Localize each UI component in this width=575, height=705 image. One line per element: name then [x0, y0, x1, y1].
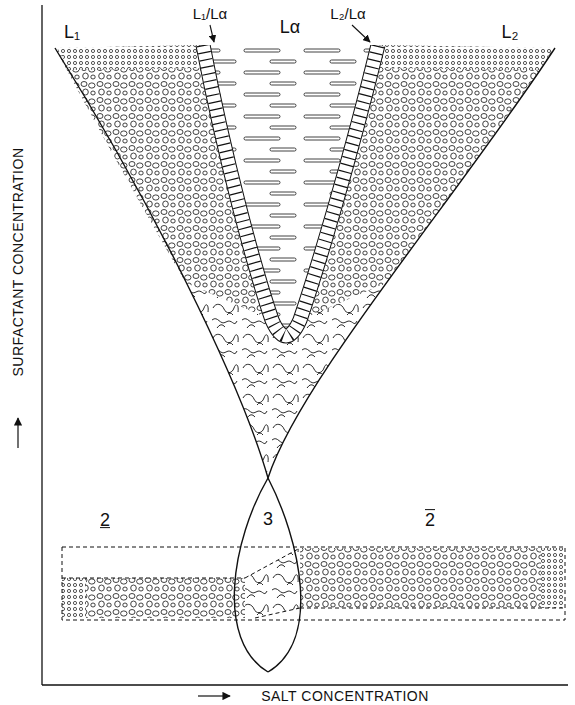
phase-boundary: [55, 48, 555, 672]
region-label: 3: [263, 509, 273, 529]
label-anchor: L₂: [502, 23, 519, 43]
lamellar-region: [203, 45, 378, 336]
label-anchor: L₁: [64, 23, 80, 43]
y-axis: [41, 5, 42, 685]
small-droplet-band: [62, 578, 86, 618]
label-anchor: Lα: [280, 18, 300, 38]
label-anchor: 2: [425, 511, 435, 531]
three-phase-fill: [245, 548, 300, 618]
label-anchor: 3: [263, 510, 273, 530]
axis-label: SALT CONCENTRATION: [261, 688, 429, 704]
tie-dashes: [62, 547, 565, 620]
small-droplet-region: [57, 45, 207, 70]
phase-label: Lα: [280, 17, 300, 37]
label-anchor: L₂/Lα: [330, 5, 365, 23]
axis-arrow: [198, 695, 230, 696]
leader-arrow: [210, 25, 214, 42]
phase-label: L₁: [64, 22, 80, 42]
top-mask: [190, 36, 390, 45]
label-anchor: SALT CONCENTRATION: [261, 687, 429, 705]
label-anchor: SURFACTANT CONCENTRATION: [9, 147, 27, 376]
two-phase-band: [203, 45, 378, 336]
axis-label: SURFACTANT CONCENTRATION: [10, 147, 26, 376]
label-anchor: 2: [100, 511, 110, 531]
leader-arrow: [352, 25, 370, 42]
x-axis: [42, 684, 568, 685]
phase-label: L₂: [502, 22, 519, 42]
band-label: L₂/Lα: [330, 5, 365, 22]
lower-droplet-band: [62, 578, 245, 618]
axis-arrow: [17, 418, 18, 448]
upper-droplet-band: [300, 548, 565, 608]
region-label: 2: [100, 510, 110, 530]
small-droplet-band: [541, 548, 565, 608]
label-anchor: L₁/Lα: [193, 5, 228, 23]
band-label: L₁/Lα: [193, 5, 228, 22]
small-droplet-region: [374, 45, 553, 70]
region-label: 2: [425, 510, 435, 530]
